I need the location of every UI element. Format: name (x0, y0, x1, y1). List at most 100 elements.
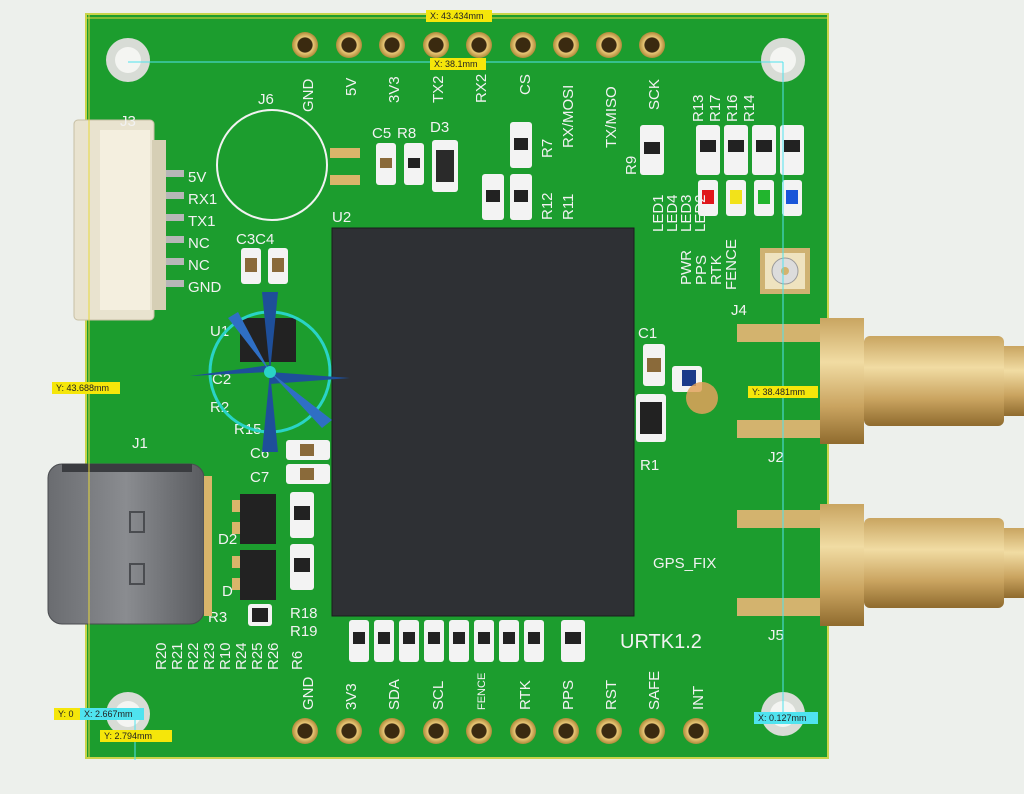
r8-label: R8 (397, 125, 416, 142)
j2-label: J2 (768, 449, 784, 466)
resistor-label: R20 (153, 642, 170, 670)
bottom-pin-labels: GND 3V3 SDA SCL FENCE RTK PPS RST SAFE I… (300, 671, 707, 710)
top-header (292, 32, 665, 58)
led-resistors (696, 125, 804, 175)
r19-label: R19 (290, 623, 318, 640)
pin-label: SCL (430, 681, 447, 710)
pin-label: GND (188, 279, 222, 296)
pin-label: SAFE (646, 671, 663, 710)
c3c4-label: C3C4 (236, 231, 274, 248)
bottom-header (292, 718, 709, 744)
pin-label: INT (690, 686, 707, 710)
resistor-label: R21 (169, 642, 186, 670)
measure-x-holes: X: 38.1mm (434, 59, 478, 69)
u2-module (331, 227, 635, 617)
pin-label: RST (603, 680, 620, 710)
c7-label: C7 (250, 469, 269, 486)
led-label: LED2 (692, 194, 709, 232)
measure-x-total: X: 43.434mm (430, 11, 484, 21)
j5-label: J5 (768, 627, 784, 644)
led-label: LED3 (678, 194, 695, 232)
led-status-labels: PWR PPS RTK FENCE (678, 239, 740, 290)
resistor-label: R23 (201, 642, 218, 670)
status-leds (698, 180, 802, 216)
j4-label: J4 (731, 302, 747, 319)
r7-label: R7 (539, 139, 556, 158)
pin-label: TX1 (188, 213, 216, 230)
pin-label: RX1 (188, 191, 217, 208)
r1-label: R1 (640, 457, 659, 474)
j3-pin-labels: 5V RX1 TX1 NC NC GND (188, 169, 222, 296)
u2-label: U2 (332, 209, 351, 226)
resistor-label: R17 (707, 94, 724, 122)
r11-label: R11 (560, 194, 577, 220)
resistor-label: R10 (217, 642, 234, 670)
led-status-label: RTK (708, 255, 725, 285)
pin-label: 5V (343, 78, 360, 96)
pin-label: RX/MOSI (560, 85, 577, 148)
measure-x-small: X: 2.667mm (84, 709, 133, 719)
pin-label: SCK (646, 79, 663, 110)
pin-label: NC (188, 257, 210, 274)
c1-r1-parts (636, 344, 718, 442)
bottom-left-resistor-labels: R20 R21 R22 R23 R10 R24 R25 R26 R6 (153, 642, 306, 670)
pin-label: TX2 (430, 75, 447, 103)
resistor-label: R22 (185, 642, 202, 670)
c5-r8-parts (376, 140, 458, 192)
r3-label: R3 (208, 609, 227, 626)
pin-label: SDA (386, 679, 403, 710)
pin-label: PPS (560, 680, 577, 710)
pin-label: FENCE (476, 673, 488, 710)
top-pin-labels: GND 5V 3V3 TX2 RX2 CS RX/MOSI TX/MISO SC… (300, 74, 663, 148)
pin-label: 5V (188, 169, 206, 186)
compass-gizmo (190, 292, 350, 452)
c3-c4-parts (241, 248, 288, 284)
resistor-label: R24 (233, 642, 250, 670)
d2-label: D2 (218, 531, 237, 548)
j6-label: J6 (258, 91, 274, 108)
c6-c7-parts (286, 440, 330, 590)
j3-connector (73, 119, 184, 321)
measure-y-bottom: Y: 2.794mm (104, 731, 152, 741)
pin-label: CS (517, 74, 534, 95)
j4-ufl-connector (760, 248, 810, 294)
led-resistor-labels: R13 R17 R16 R14 (690, 94, 758, 122)
pin-label: 3V3 (386, 76, 403, 103)
measure-y-total: Y: 43.688mm (56, 383, 109, 393)
pin-label: NC (188, 235, 210, 252)
d1-d2-diodes (232, 494, 276, 600)
j6-outline (216, 109, 328, 221)
led-label: LED4 (664, 194, 681, 232)
d3-label: D3 (430, 119, 449, 136)
c1-label: C1 (638, 325, 657, 342)
pin-label: RX2 (473, 74, 490, 103)
led-label: LED1 (650, 194, 667, 232)
pin-label: 3V3 (343, 683, 360, 710)
resistor-label: R6 (289, 651, 306, 670)
led-status-label: FENCE (723, 239, 740, 290)
resistor-label: R14 (741, 94, 758, 122)
d1-label: D (222, 583, 233, 600)
resistor-label: R26 (265, 642, 282, 670)
c5-label: C5 (372, 125, 391, 142)
resistor-label: R13 (690, 94, 707, 122)
pin-label: TX/MISO (603, 86, 620, 148)
j3-label: J3 (120, 113, 136, 130)
pin-label: RTK (517, 680, 534, 710)
board-name: URTK1.2 (620, 631, 702, 653)
r7-r11-r12-parts (482, 122, 532, 220)
j2-sma-connector (737, 318, 1024, 444)
j1-label: J1 (132, 435, 148, 452)
led-status-label: PPS (693, 255, 710, 285)
r18-label: R18 (290, 605, 318, 622)
led-status-label: PWR (678, 250, 695, 285)
r12-label: R12 (539, 192, 556, 220)
j1-usb-c-connector (47, 463, 212, 625)
u1-label: U1 (210, 323, 229, 340)
pin-label: GND (300, 677, 317, 711)
gps-fix-label: GPS_FIX (653, 555, 716, 572)
bottom-resistor-array (349, 620, 585, 662)
resistor-label: R16 (724, 94, 741, 122)
c2-label: C2 (212, 371, 231, 388)
